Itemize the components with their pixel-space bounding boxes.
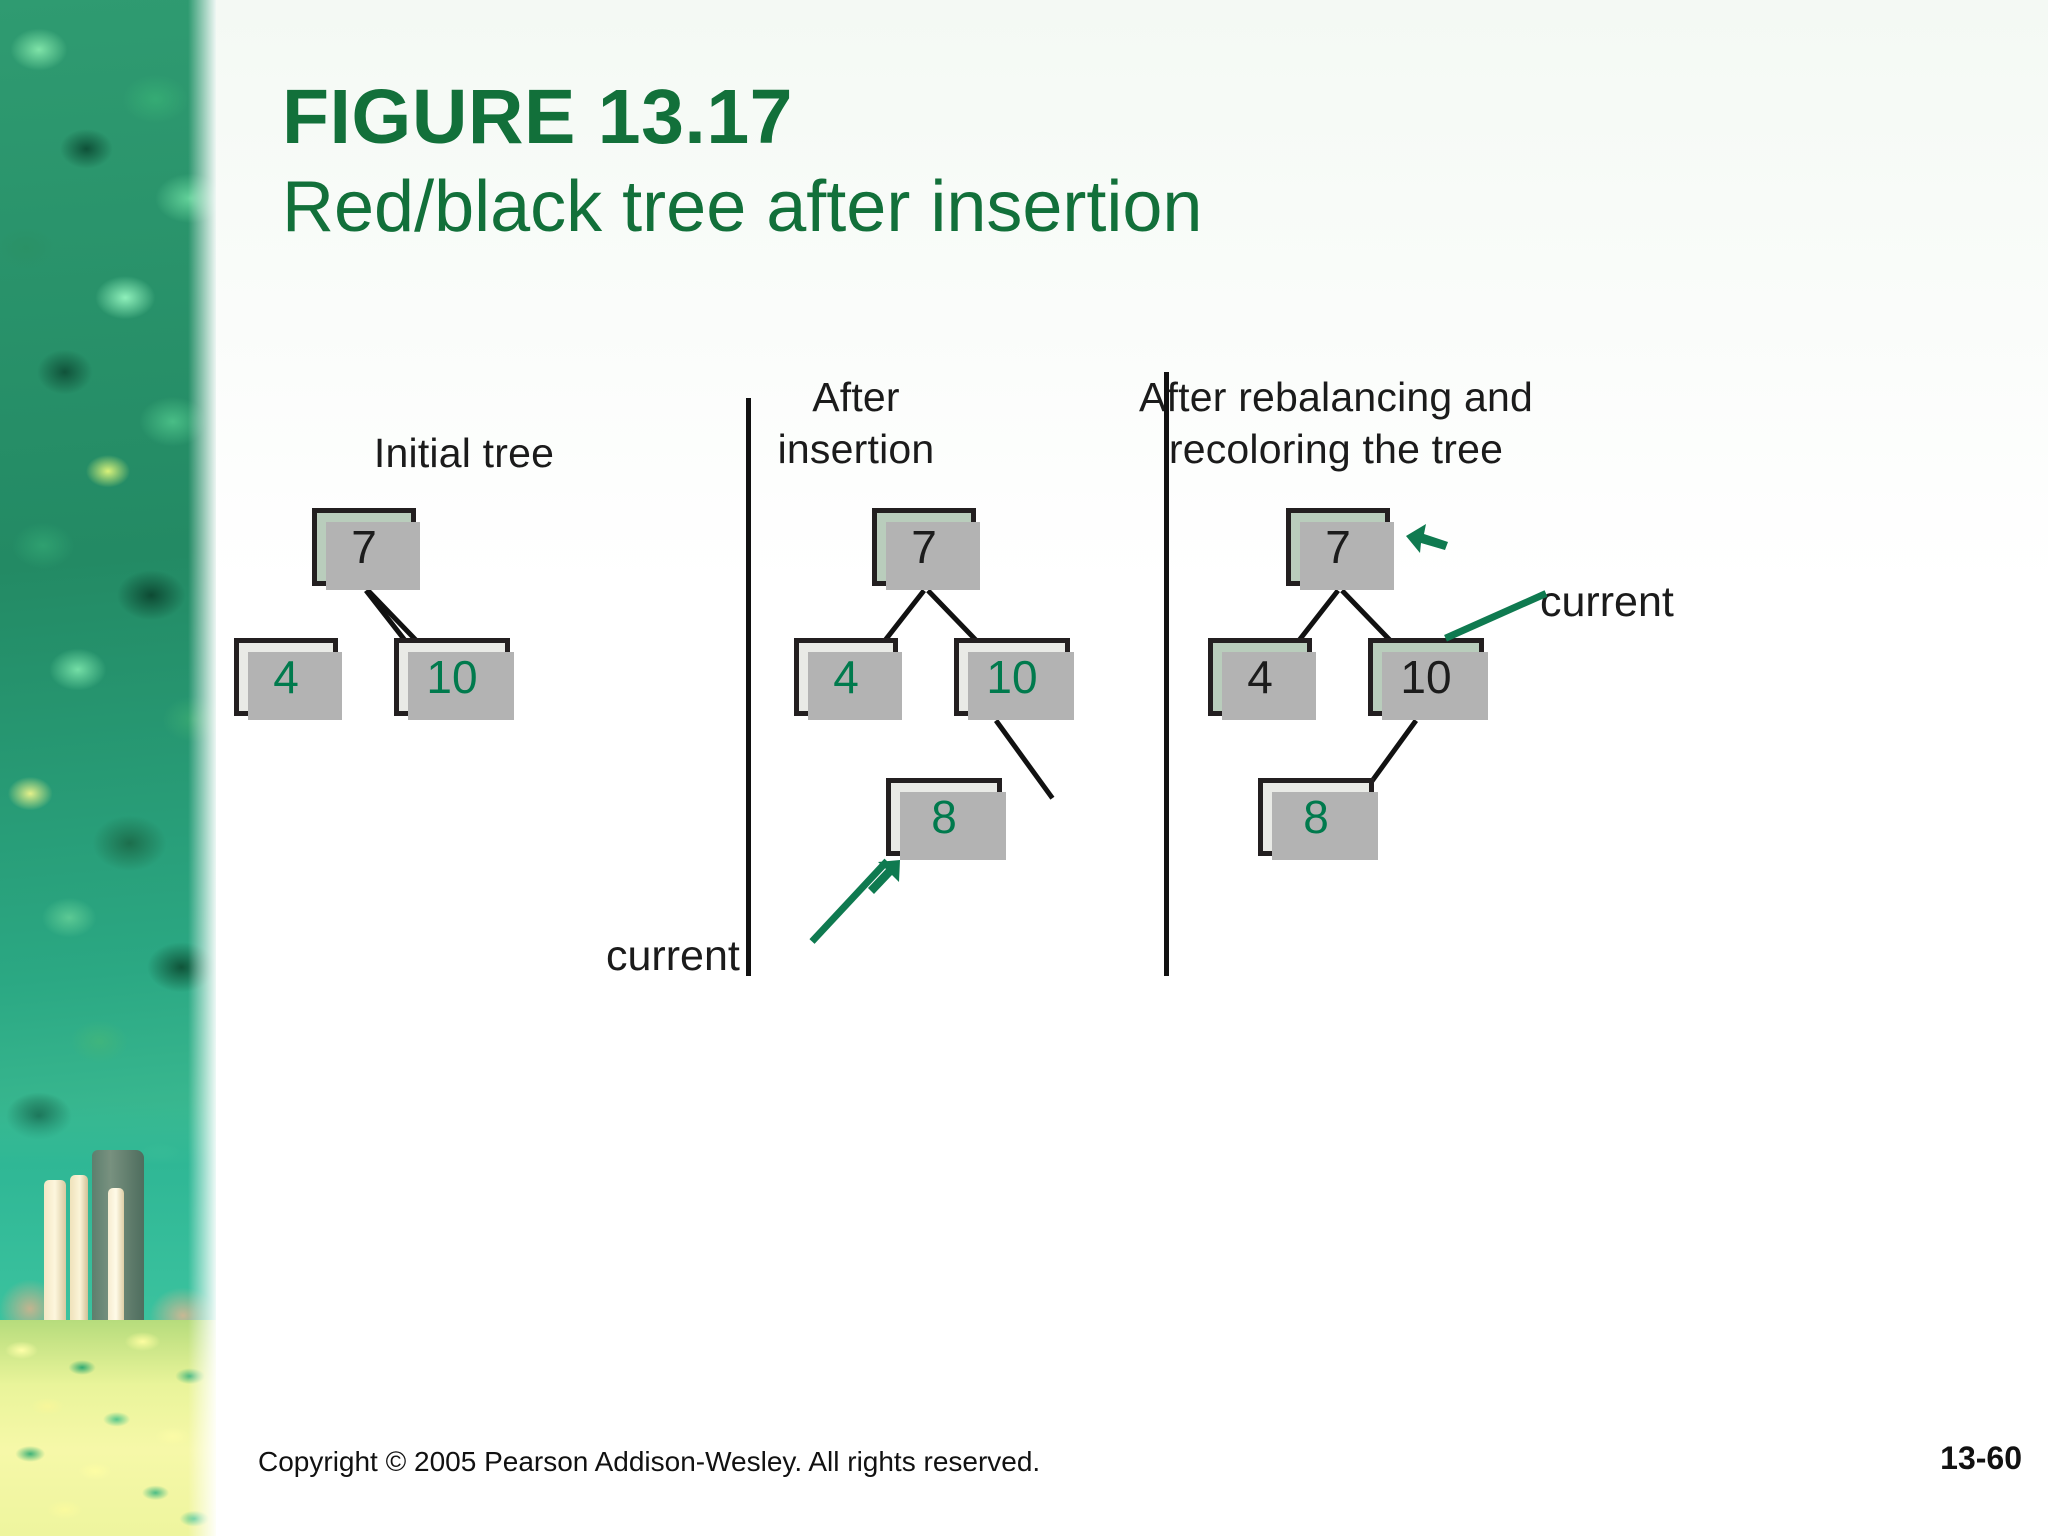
figure-diagram: Initial tree After insertion After rebal… xyxy=(216,372,2048,1300)
tree2-node-8[interactable]: 8 xyxy=(886,778,1006,860)
tree3-current-arrow-head-icon xyxy=(1406,524,1448,553)
column-heading-after-rebalancing: After rebalancing and recoloring the tre… xyxy=(1016,372,1656,475)
tree3-current-label: current xyxy=(1540,578,1674,626)
node-value: 8 xyxy=(931,791,957,843)
tree2-node-10[interactable]: 10 xyxy=(954,638,1074,720)
tree1-node-7[interactable]: 7 xyxy=(312,508,420,590)
tree2-node-7[interactable]: 7 xyxy=(872,508,980,590)
node-value: 10 xyxy=(426,651,478,703)
tree-trunk-branch-b-icon xyxy=(70,1175,88,1355)
heading-line-2: insertion xyxy=(777,425,935,472)
node-value: 4 xyxy=(273,651,299,703)
tree1-node-10[interactable]: 10 xyxy=(394,638,514,720)
page-subtitle: Red/black tree after insertion xyxy=(282,166,1203,247)
tree2-current-label: current xyxy=(606,932,740,980)
art-edge-fade xyxy=(188,0,216,1536)
tree-trunk-branch-c-icon xyxy=(108,1188,124,1356)
tree2-node-4[interactable]: 4 xyxy=(794,638,902,720)
tree1-node-4[interactable]: 4 xyxy=(234,638,342,720)
node-value: 7 xyxy=(351,521,377,573)
heading-line-1: Initial tree xyxy=(373,430,555,476)
node-value: 10 xyxy=(986,651,1038,703)
decorative-tree-image xyxy=(0,0,216,1536)
tree3-node-8[interactable]: 8 xyxy=(1258,778,1378,860)
tree3-node-10[interactable]: 10 xyxy=(1368,638,1488,720)
tree2-edge-10-8 xyxy=(993,719,1055,800)
node-value: 8 xyxy=(1303,791,1329,843)
column-divider-2 xyxy=(1164,372,1169,976)
node-value: 7 xyxy=(911,521,937,573)
grass-field-icon xyxy=(0,1320,216,1536)
node-value: 4 xyxy=(833,651,859,703)
tree3-current-arrow-shaft xyxy=(1444,590,1548,642)
page-number: 13-60 xyxy=(1940,1440,2022,1476)
tree2-current-arrow-head-icon xyxy=(868,860,900,894)
tree-trunk-branch-a-icon xyxy=(44,1180,66,1355)
tree3-node-4[interactable]: 4 xyxy=(1208,638,1316,720)
heading-line-2: recoloring the tree xyxy=(1168,425,1504,472)
node-value: 7 xyxy=(1325,521,1351,573)
foliage-layer-icon xyxy=(0,0,216,1240)
heading-line-1: After xyxy=(812,374,900,420)
copyright-notice: Copyright © 2005 Pearson Addison-Wesley.… xyxy=(258,1446,1041,1477)
column-heading-initial-tree: Initial tree xyxy=(284,428,644,480)
column-heading-after-insertion: After insertion xyxy=(656,372,1056,475)
page-title: FIGURE 13.17 xyxy=(282,74,793,160)
column-divider-1 xyxy=(746,398,751,976)
title-block: FIGURE 13.17 Red/black tree after insert… xyxy=(282,78,1842,247)
node-value: 10 xyxy=(1400,651,1452,703)
node-value: 4 xyxy=(1247,651,1273,703)
heading-line-1: After rebalancing and xyxy=(1139,374,1533,420)
tree3-node-7[interactable]: 7 xyxy=(1286,508,1394,590)
